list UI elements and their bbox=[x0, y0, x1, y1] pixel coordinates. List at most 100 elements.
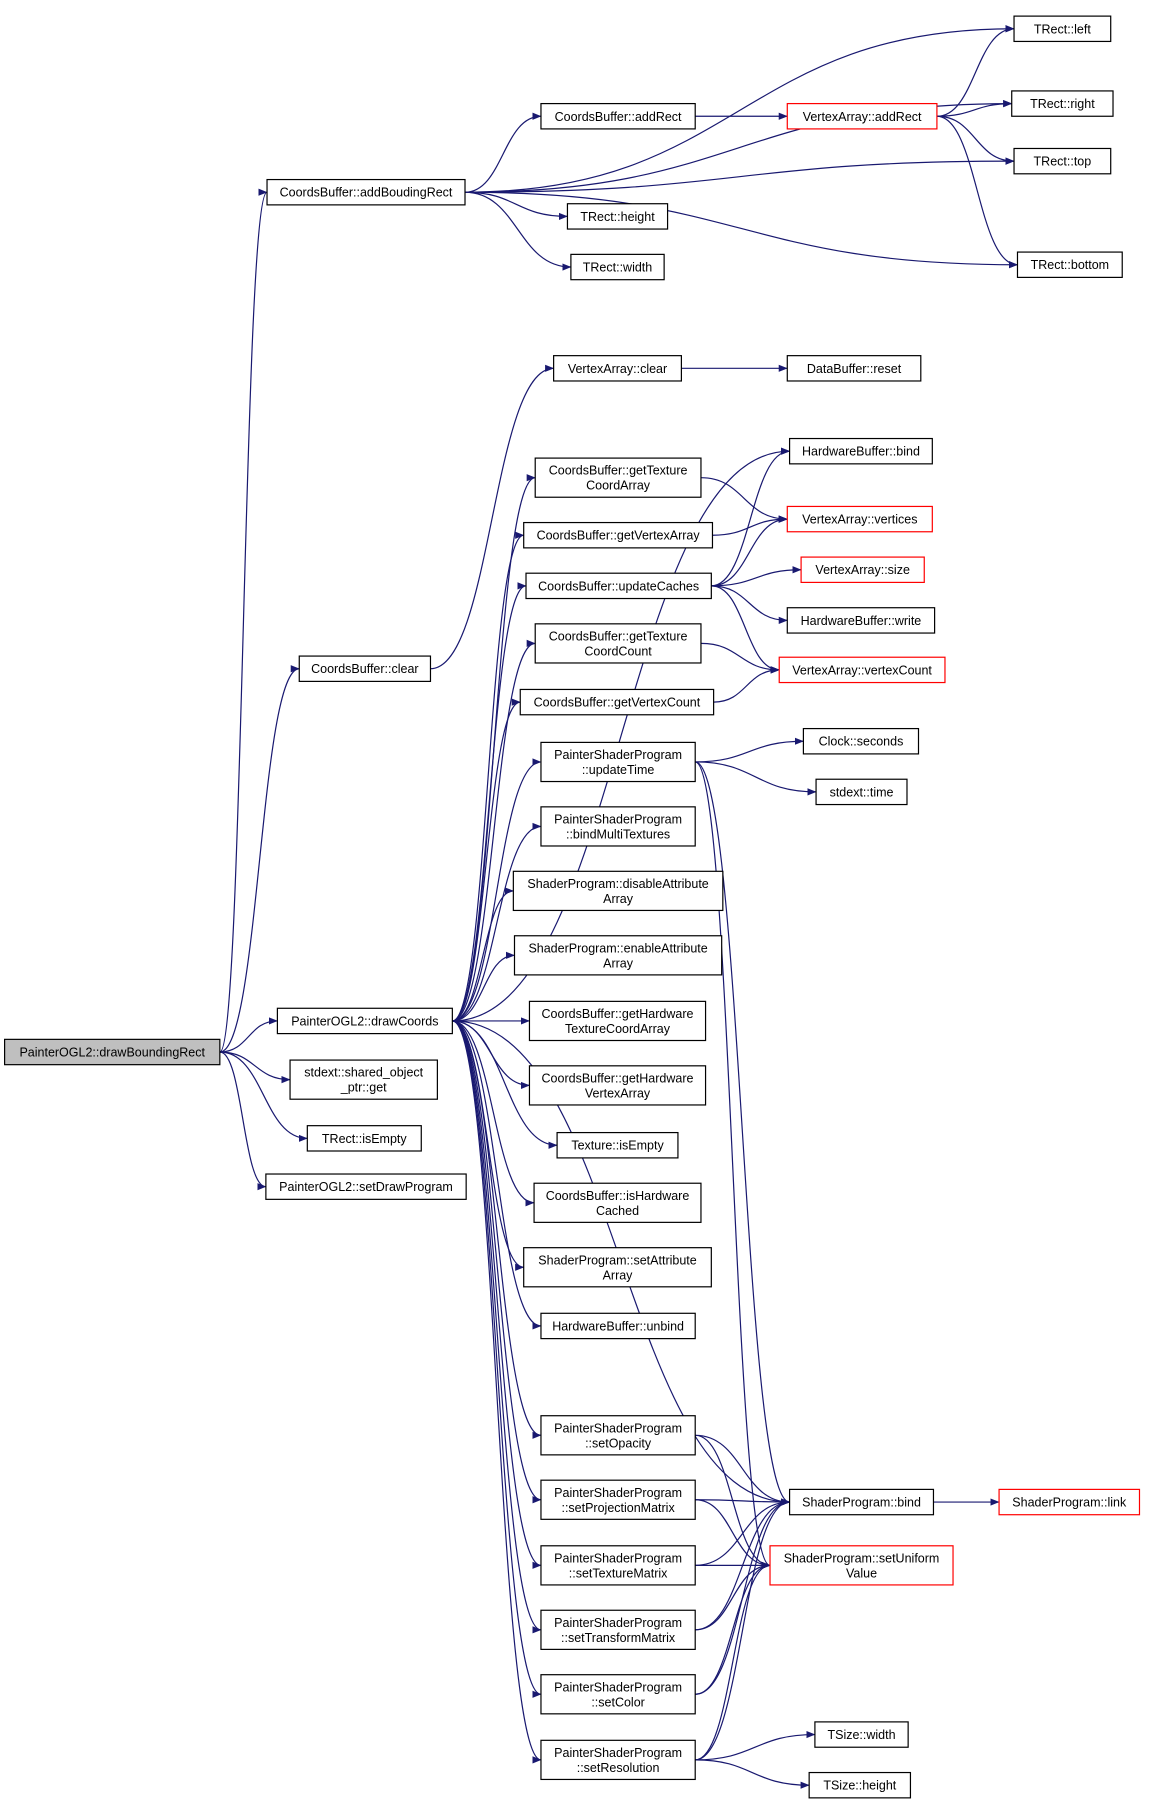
node-shared-get[interactable]: stdext::shared_object_ptr::get bbox=[289, 1059, 438, 1100]
node-set-opacity[interactable]: PainterShaderProgram::setOpacity bbox=[540, 1415, 696, 1456]
node-hb-bind[interactable]: HardwareBuffer::bind bbox=[788, 437, 933, 465]
node-box bbox=[540, 1312, 696, 1340]
node-db-reset[interactable]: DataBuffer::reset bbox=[786, 355, 922, 382]
node-set-resolution[interactable]: PainterShaderProgram::setResolution bbox=[540, 1739, 696, 1781]
node-label: stdext::time bbox=[830, 785, 894, 799]
node-box bbox=[306, 1125, 422, 1152]
edge-draw-bounding-rect-to-set-draw-program bbox=[219, 1051, 267, 1191]
node-stdext-time[interactable]: stdext::time bbox=[815, 778, 908, 806]
edge-draw-coords-to-get-vertex-array bbox=[452, 531, 525, 1022]
node-label: ShaderProgram::disableAttribute bbox=[527, 877, 708, 891]
node-cb-add-rect[interactable]: CoordsBuffer::addRect bbox=[540, 102, 696, 130]
node-label: VertexArray::size bbox=[815, 563, 910, 577]
node-label: PainterShaderProgram bbox=[554, 1551, 682, 1565]
node-sp-link[interactable]: ShaderProgram::link bbox=[998, 1488, 1141, 1516]
node-va-vertices[interactable]: VertexArray::vertices bbox=[786, 505, 933, 533]
node-label: ::updateTime bbox=[582, 763, 655, 777]
node-label: ::bindMultiTextures bbox=[566, 827, 670, 841]
node-box bbox=[298, 655, 432, 682]
edge-add-bouding-rect-to-t-bottom bbox=[465, 191, 1018, 269]
node-label: VertexArray::vertices bbox=[802, 513, 917, 527]
node-label: CoordsBuffer::clear bbox=[311, 662, 418, 676]
edge-update-caches-to-va-vertices bbox=[711, 515, 788, 587]
node-label: _ptr::get bbox=[340, 1081, 387, 1095]
node-ts-width[interactable]: TSize::width bbox=[814, 1721, 909, 1748]
node-t-right[interactable]: TRect::right bbox=[1011, 90, 1114, 117]
node-hb-unbind[interactable]: HardwareBuffer::unbind bbox=[540, 1312, 696, 1340]
node-box bbox=[570, 253, 665, 281]
node-draw-bounding-rect[interactable]: PainterOGL2::drawBoundingRect bbox=[4, 1038, 221, 1066]
edge-update-time-to-clock-seconds bbox=[695, 737, 804, 763]
node-label: Clock::seconds bbox=[819, 735, 904, 749]
node-hb-write[interactable]: HardwareBuffer::write bbox=[786, 607, 936, 634]
node-cb-clear[interactable]: CoordsBuffer::clear bbox=[298, 655, 432, 682]
node-label: ShaderProgram::setAttribute bbox=[538, 1253, 696, 1267]
node-label: PainterOGL2::setDrawProgram bbox=[279, 1180, 453, 1194]
node-box bbox=[528, 1000, 707, 1042]
node-box bbox=[786, 355, 922, 382]
node-rect-is-empty[interactable]: TRect::isEmpty bbox=[306, 1125, 422, 1152]
edge-update-caches-to-va-size bbox=[711, 566, 802, 587]
node-t-bottom[interactable]: TRect::bottom bbox=[1016, 251, 1123, 278]
node-box bbox=[513, 935, 723, 976]
node-sp-bind[interactable]: ShaderProgram::bind bbox=[788, 1488, 935, 1516]
node-get-hw-tex-coord-array[interactable]: CoordsBuffer::getHardwareTextureCoordArr… bbox=[528, 1000, 707, 1042]
node-box bbox=[533, 1182, 702, 1223]
node-box bbox=[786, 102, 938, 130]
node-t-height[interactable]: TRect::height bbox=[566, 203, 669, 230]
edge-draw-coords-to-get-tex-coord-count bbox=[452, 639, 536, 1022]
edge-set-resolution-to-ts-height bbox=[695, 1759, 810, 1789]
node-box bbox=[519, 688, 715, 716]
node-va-size[interactable]: VertexArray::size bbox=[800, 556, 925, 584]
node-label: CoordsBuffer::getTexture bbox=[549, 464, 688, 478]
edge-draw-bounding-rect-to-draw-coords bbox=[219, 1017, 278, 1053]
node-label: Value bbox=[846, 1566, 877, 1580]
node-label: ::setProjectionMatrix bbox=[561, 1501, 675, 1515]
node-box bbox=[512, 870, 724, 912]
node-update-caches[interactable]: CoordsBuffer::updateCaches bbox=[525, 572, 712, 600]
edge-draw-coords-to-tex-is-empty bbox=[452, 1020, 558, 1149]
node-add-bouding-rect[interactable]: CoordsBuffer::addBoudingRect bbox=[266, 178, 466, 206]
node-set-draw-program[interactable]: PainterOGL2::setDrawProgram bbox=[265, 1173, 467, 1200]
node-get-vertex-array[interactable]: CoordsBuffer::getVertexArray bbox=[523, 521, 714, 549]
node-label: CoordCount bbox=[584, 644, 652, 658]
node-get-vertex-count[interactable]: CoordsBuffer::getVertexCount bbox=[519, 688, 715, 716]
node-va-clear[interactable]: VertexArray::clear bbox=[553, 355, 682, 382]
node-bind-multi-textures[interactable]: PainterShaderProgram::bindMultiTextures bbox=[540, 806, 696, 847]
node-va-add-rect[interactable]: VertexArray::addRect bbox=[786, 102, 938, 130]
node-label: CoordsBuffer::getTexture bbox=[549, 629, 688, 643]
node-draw-coords[interactable]: PainterOGL2::drawCoords bbox=[276, 1007, 453, 1035]
edge-set-opacity-to-sp-bind bbox=[695, 1434, 791, 1506]
node-va-vertex-count[interactable]: VertexArray::vertexCount bbox=[778, 656, 946, 684]
edge-draw-coords-to-is-hw-cached bbox=[452, 1020, 535, 1207]
node-set-trans-matrix[interactable]: PainterShaderProgram::setTransformMatrix bbox=[540, 1609, 696, 1650]
node-box bbox=[1013, 15, 1112, 43]
node-set-tex-matrix[interactable]: PainterShaderProgram::setTextureMatrix bbox=[540, 1545, 696, 1586]
node-box bbox=[525, 572, 712, 600]
node-tex-is-empty[interactable]: Texture::isEmpty bbox=[556, 1131, 679, 1159]
edge-draw-coords-to-set-color bbox=[452, 1020, 542, 1698]
node-label: PainterShaderProgram bbox=[554, 1680, 682, 1694]
node-ts-height[interactable]: TSize::height bbox=[808, 1771, 912, 1799]
edge-get-vertex-count-to-va-vertex-count bbox=[713, 666, 780, 703]
edge-get-tex-coord-array-to-va-vertices bbox=[700, 477, 788, 523]
node-set-proj-matrix[interactable]: PainterShaderProgram::setProjectionMatri… bbox=[540, 1479, 696, 1520]
node-t-width[interactable]: TRect::width bbox=[570, 253, 665, 281]
node-box bbox=[540, 1415, 696, 1456]
node-box bbox=[534, 623, 702, 664]
node-clock-seconds[interactable]: Clock::seconds bbox=[802, 727, 920, 755]
node-t-left[interactable]: TRect::left bbox=[1013, 15, 1112, 43]
node-label: PainterOGL2::drawBoundingRect bbox=[19, 1046, 205, 1060]
node-t-top[interactable]: TRect::top bbox=[1013, 147, 1112, 175]
node-set-color[interactable]: PainterShaderProgram::setColor bbox=[540, 1674, 696, 1715]
node-update-time[interactable]: PainterShaderProgram::updateTime bbox=[540, 741, 696, 783]
node-box bbox=[540, 806, 696, 847]
